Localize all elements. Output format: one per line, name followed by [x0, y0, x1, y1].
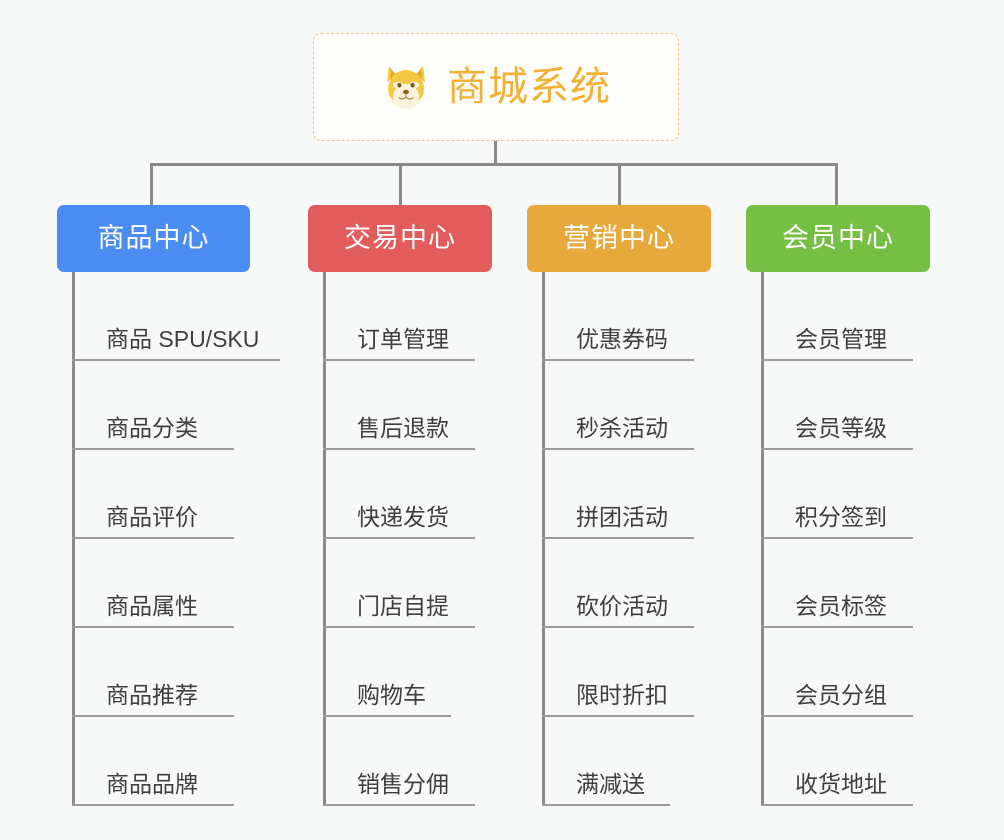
connector-drop-member-center: [835, 163, 838, 205]
leaf-underline: [72, 448, 234, 450]
leaf-label: 会员分组: [795, 682, 887, 708]
connector-drop-marketing-center: [618, 163, 621, 205]
leaf-label: 售后退款: [357, 415, 449, 441]
leaf-label: 拼团活动: [576, 504, 668, 530]
leaf-underline: [542, 537, 694, 539]
leaf-label: 秒杀活动: [576, 415, 668, 441]
leaf-item[interactable]: 商品品牌: [72, 717, 267, 806]
leaf-label: 商品推荐: [106, 682, 198, 708]
leaf-underline: [323, 448, 475, 450]
column-spine: [542, 272, 545, 806]
leaf-label: 满减送: [576, 771, 645, 797]
leaf-underline: [761, 359, 913, 361]
leaf-underline: [761, 448, 913, 450]
leaf-label: 门店自提: [357, 593, 449, 619]
leaf-item[interactable]: 商品属性: [72, 539, 267, 628]
leaf-underline: [761, 626, 913, 628]
leaf-underline: [761, 804, 913, 806]
leaf-label: 会员等级: [795, 415, 887, 441]
column-spine: [323, 272, 326, 806]
leaf-label: 收货地址: [795, 771, 887, 797]
leaf-label: 砍价活动: [576, 593, 668, 619]
leaf-item[interactable]: 优惠券码: [542, 272, 694, 361]
category-label: 商品中心: [97, 223, 210, 253]
leaf-underline: [542, 804, 670, 806]
leaf-item[interactable]: 购物车: [323, 628, 457, 717]
leaf-item[interactable]: 商品评价: [72, 450, 267, 539]
leaf-underline: [72, 715, 234, 717]
leaf-column-member-center: 会员管理 会员等级 积分签到 会员标签 会员分组 收货地址: [761, 272, 913, 806]
leaf-underline: [72, 626, 234, 628]
leaf-label: 订单管理: [357, 326, 449, 352]
column-spine: [72, 272, 75, 806]
shiba-dog-icon: [381, 62, 431, 112]
leaf-item[interactable]: 砍价活动: [542, 539, 694, 628]
leaf-underline: [323, 359, 475, 361]
leaf-item[interactable]: 订单管理: [323, 272, 475, 361]
leaf-label: 会员管理: [795, 326, 887, 352]
leaf-underline: [72, 804, 234, 806]
leaf-underline: [542, 359, 694, 361]
leaf-label: 优惠券码: [576, 326, 668, 352]
leaf-item[interactable]: 快递发货: [323, 450, 475, 539]
leaf-label: 积分签到: [795, 504, 887, 530]
leaf-item[interactable]: 门店自提: [323, 539, 475, 628]
leaf-item[interactable]: 拼团活动: [542, 450, 694, 539]
leaf-item[interactable]: 商品推荐: [72, 628, 267, 717]
category-label: 交易中心: [344, 223, 456, 253]
leaf-label: 限时折扣: [576, 682, 668, 708]
leaf-item[interactable]: 售后退款: [323, 361, 475, 450]
leaf-column-product-center: 商品 SPU/SKU 商品分类 商品评价 商品属性 商品推荐 商品品牌: [72, 272, 280, 806]
leaf-label: 商品品牌: [106, 771, 198, 797]
leaf-underline: [323, 626, 475, 628]
category-label: 会员中心: [782, 223, 894, 253]
leaf-item[interactable]: 会员等级: [761, 361, 913, 450]
leaf-underline: [542, 448, 694, 450]
connector-root-stem: [494, 141, 497, 165]
leaf-label: 商品分类: [106, 415, 198, 441]
leaf-underline: [323, 537, 475, 539]
leaf-label: 商品属性: [106, 593, 198, 619]
leaf-item[interactable]: 会员管理: [761, 272, 913, 361]
category-box-product-center[interactable]: 商品中心: [57, 205, 250, 272]
column-spine: [761, 272, 764, 806]
connector-drop-trade-center: [399, 163, 402, 205]
leaf-label: 商品 SPU/SKU: [106, 326, 260, 352]
leaf-underline: [323, 715, 451, 717]
leaf-underline: [542, 626, 694, 628]
root-title: 商城系统: [447, 65, 611, 109]
leaf-item[interactable]: 销售分佣: [323, 717, 475, 806]
leaf-label: 销售分佣: [357, 771, 449, 797]
leaf-item[interactable]: 商品分类: [72, 361, 267, 450]
leaf-label: 快递发货: [357, 504, 449, 530]
category-box-member-center[interactable]: 会员中心: [746, 205, 930, 272]
leaf-label: 会员标签: [795, 593, 887, 619]
leaf-underline: [72, 537, 234, 539]
leaf-underline: [761, 537, 913, 539]
leaf-item[interactable]: 积分签到: [761, 450, 913, 539]
leaf-item[interactable]: 秒杀活动: [542, 361, 694, 450]
leaf-label: 商品评价: [106, 504, 198, 530]
category-box-marketing-center[interactable]: 营销中心: [527, 205, 711, 272]
leaf-item[interactable]: 商品 SPU/SKU: [72, 272, 280, 361]
leaf-column-trade-center: 订单管理 售后退款 快递发货 门店自提 购物车 销售分佣: [323, 272, 475, 806]
category-box-trade-center[interactable]: 交易中心: [308, 205, 492, 272]
leaf-item[interactable]: 会员标签: [761, 539, 913, 628]
leaf-label: 购物车: [357, 682, 426, 708]
leaf-underline: [323, 804, 475, 806]
leaf-item[interactable]: 限时折扣: [542, 628, 694, 717]
root-node-商城系统[interactable]: 商城系统: [313, 33, 679, 141]
connector-bus-bar: [150, 163, 838, 166]
leaf-item[interactable]: 会员分组: [761, 628, 913, 717]
leaf-column-marketing-center: 优惠券码 秒杀活动 拼团活动 砍价活动 限时折扣 满减送: [542, 272, 694, 806]
leaf-item[interactable]: 收货地址: [761, 717, 913, 806]
leaf-item[interactable]: 满减送: [542, 717, 676, 806]
leaf-underline: [72, 359, 280, 361]
connector-drop-product-center: [150, 163, 153, 205]
leaf-underline: [761, 715, 913, 717]
leaf-underline: [542, 715, 694, 717]
category-label: 营销中心: [563, 223, 675, 253]
